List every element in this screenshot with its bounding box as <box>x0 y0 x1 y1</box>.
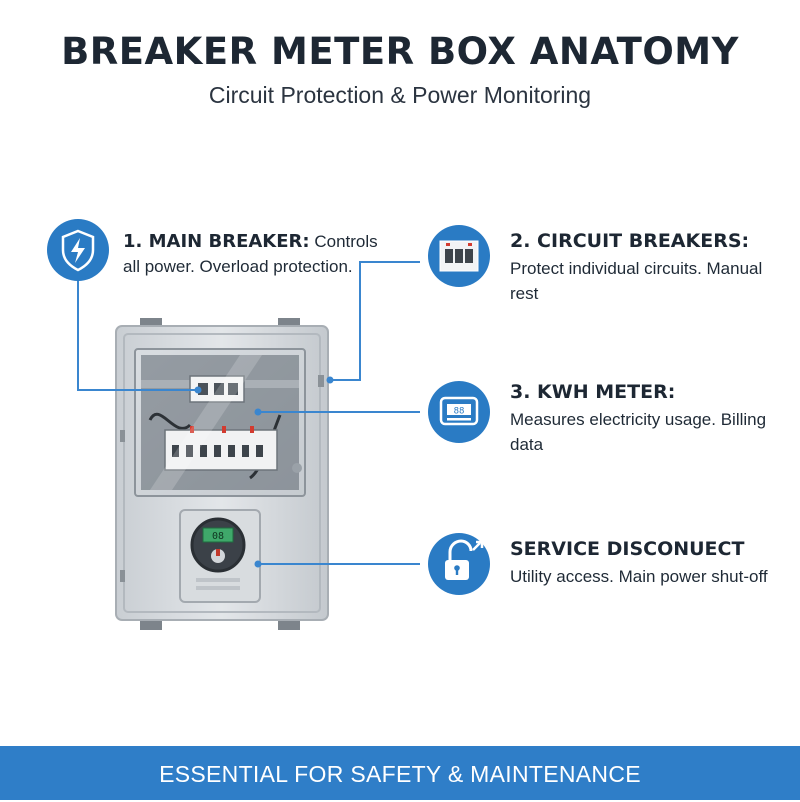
callout-service-disconnect-heading: SERVICE DISCONUECT <box>510 538 745 560</box>
enclosure-door-frame <box>123 333 321 613</box>
callout-line-main <box>77 280 198 391</box>
breaker-switch-icon <box>428 225 490 287</box>
callout-circuit-breakers-text: Protect individual circuits. Manual rest <box>510 259 763 303</box>
callout-kwh-meter-text: Measures electricity usage. Billing data <box>510 410 767 454</box>
callout-lines <box>77 261 420 565</box>
callout-service-disconnect: SERVICE DISCONUECT Utility access. Main … <box>510 537 795 589</box>
breaker-window <box>134 348 306 497</box>
digital-meter-icon: 88 <box>428 381 490 443</box>
callout-kwh-meter-heading: 3. KWH METER: <box>510 381 676 403</box>
callout-circuit-breakers-heading: 2. CIRCUIT BREAKERS: <box>510 230 750 252</box>
page-subtitle: Circuit Protection & Power Monitoring <box>208 82 592 108</box>
callout-line-circuit <box>330 261 420 381</box>
callout-main-breaker: 1. MAIN BREAKER: Controls all power. Ove… <box>123 229 383 279</box>
padlock-wrench-icon <box>428 533 490 595</box>
callout-main-breaker-heading: 1. MAIN BREAKER: <box>123 231 310 252</box>
shield-lightning-icon <box>47 219 109 281</box>
footer-banner: ESSENTIAL FOR SAFETY & MAINTENANCE <box>0 746 800 800</box>
page-title: BREAKER METER BOX ANATOMY <box>61 30 739 73</box>
svg-text:88: 88 <box>454 407 465 417</box>
kwh-meter-panel: 08 <box>179 509 261 603</box>
callout-kwh-meter: 3. KWH METER: Measures electricity usage… <box>510 380 780 457</box>
mounting-tabs <box>140 318 300 630</box>
callout-main-breaker-text: Controls all power. Overload protection. <box>123 232 378 276</box>
callout-service-disconnect-text: Utility access. Main power shut-off <box>510 567 768 586</box>
callout-circuit-breakers: 2. CIRCUIT BREAKERS: Protect individual … <box>510 229 780 306</box>
meter-display: 08 <box>212 531 224 542</box>
